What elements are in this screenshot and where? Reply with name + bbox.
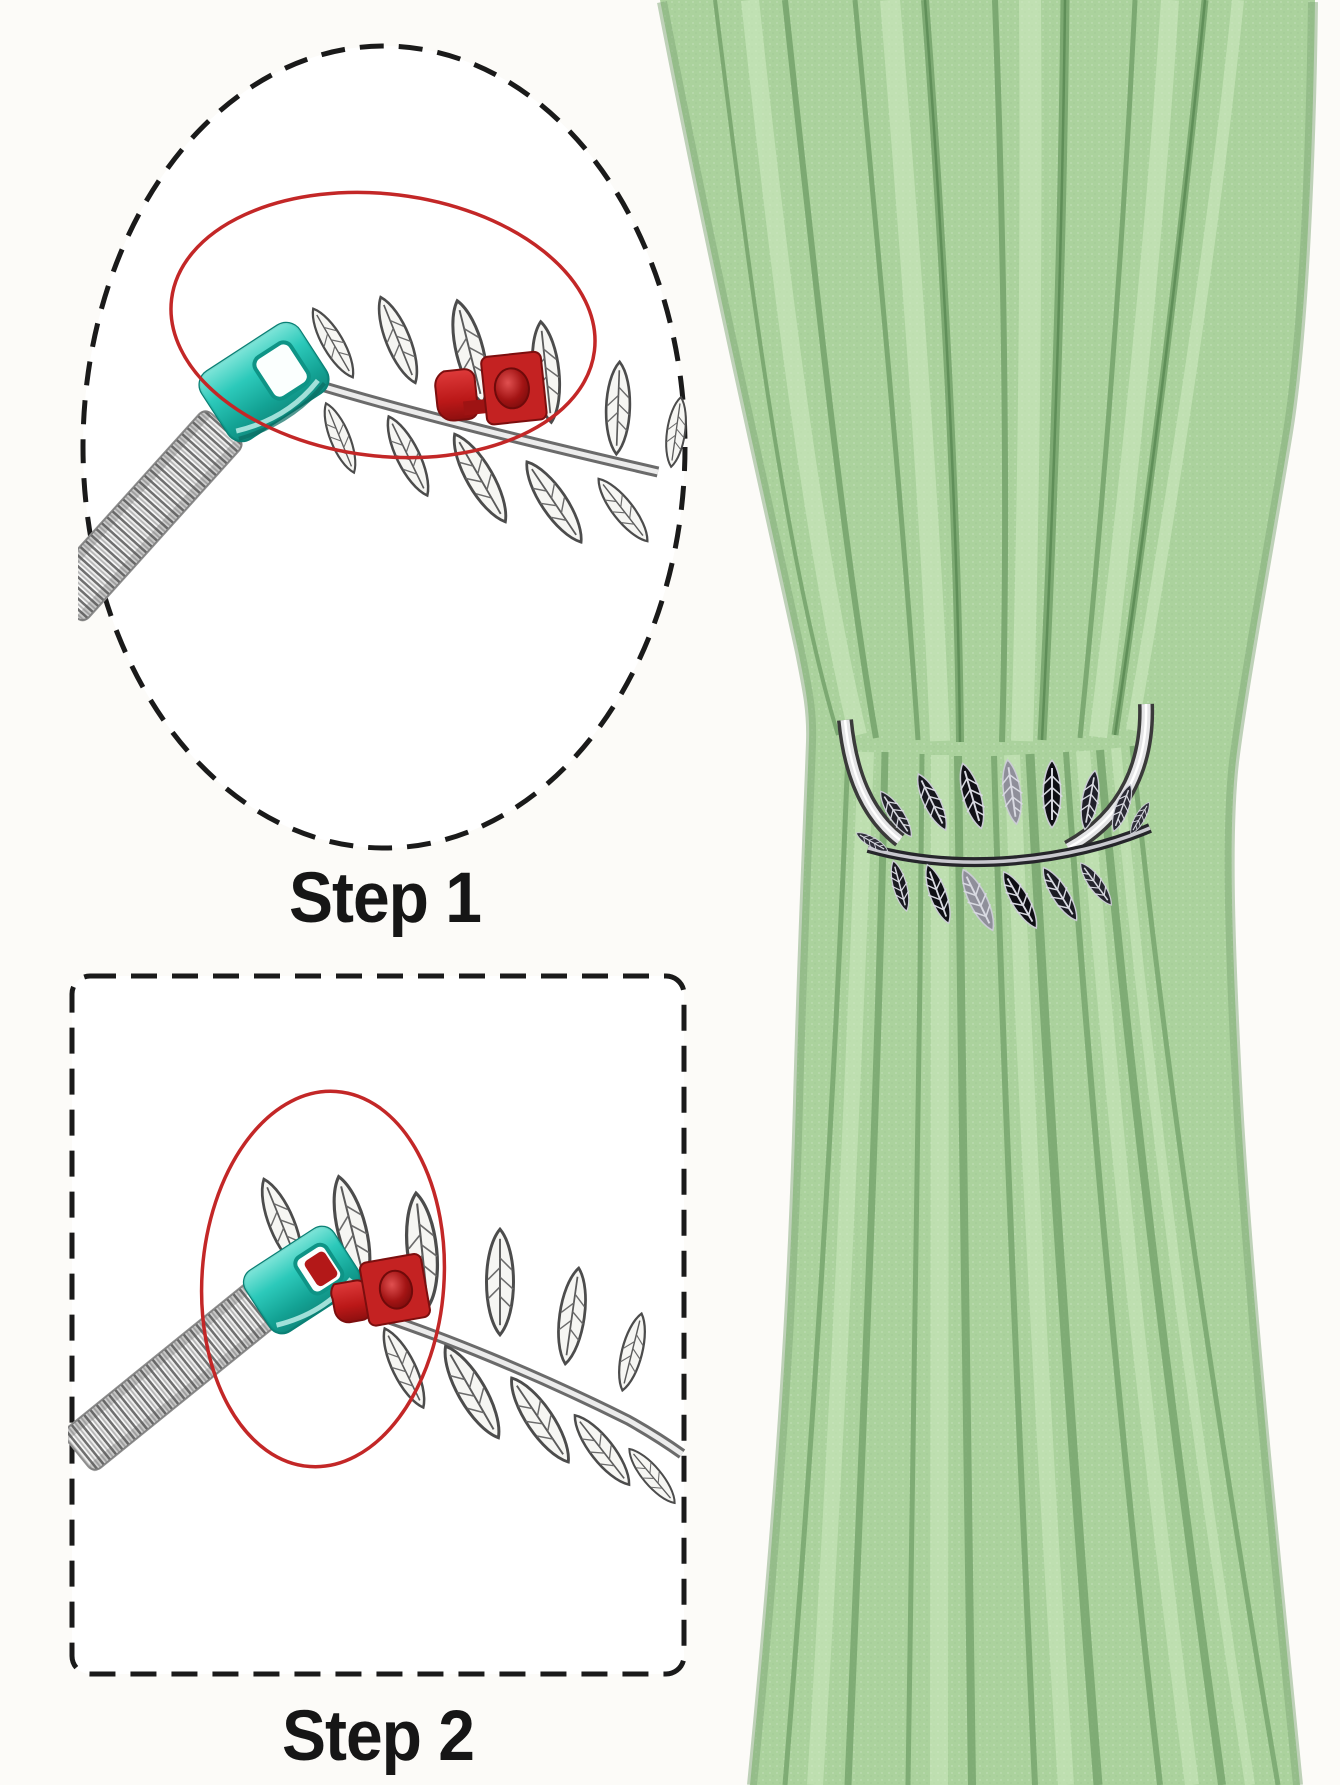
step2-label: Step 2 — [281, 1695, 475, 1775]
hook-through-slot — [304, 1251, 338, 1287]
step1-highlight-ellipse — [169, 190, 597, 460]
step1-label: Step 1 — [288, 857, 482, 937]
fold-cores-upper — [923, 0, 1207, 743]
leaf-tieback — [837, 703, 1155, 936]
step2-callout-illustration — [68, 973, 687, 1677]
tieback-stem — [866, 823, 1152, 868]
red-clip — [434, 350, 548, 426]
spring-coil-band — [78, 409, 243, 622]
spring-coil-band — [68, 1276, 288, 1472]
curtain-panel — [657, 0, 1318, 1785]
step2-highlight-ellipse — [199, 1089, 447, 1469]
clip-knob — [378, 1269, 414, 1310]
edge-shading — [657, 1, 1318, 1785]
clip-knob — [493, 367, 530, 410]
fold-highlights-upper — [741, 0, 1244, 742]
step1-callout-illustration — [78, 43, 690, 851]
buckle-slot — [252, 340, 311, 401]
teal-buckle — [198, 321, 330, 443]
fold-creases-lower — [782, 745, 1281, 1785]
curtain-photo — [657, 0, 1318, 1785]
leaf-branch-stem — [316, 379, 660, 478]
leaf-branch-stem — [334, 1296, 686, 1459]
red-clip — [330, 1253, 431, 1327]
